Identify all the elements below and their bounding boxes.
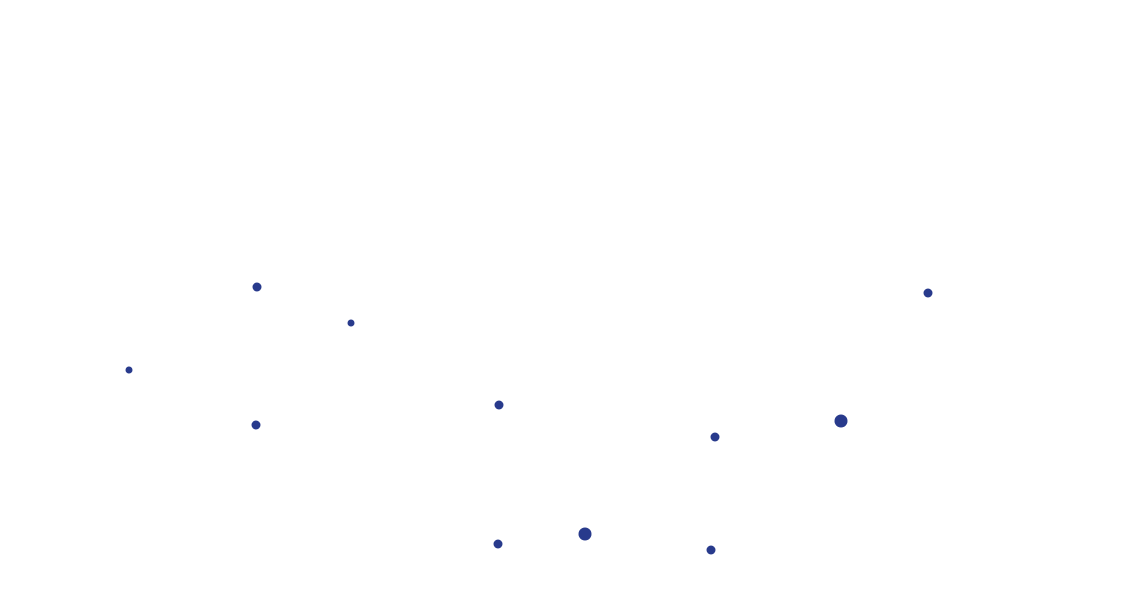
scatter-point-4 xyxy=(251,420,261,430)
scatter-point-5 xyxy=(494,400,504,410)
scatter-point-6 xyxy=(710,432,720,442)
scatter-point-10 xyxy=(578,527,592,541)
scatter-point-9 xyxy=(493,539,503,549)
scatter-point-2 xyxy=(347,319,355,327)
scatter-point-8 xyxy=(923,288,933,298)
scatter-point-3 xyxy=(125,366,133,374)
scatter-point-7 xyxy=(834,414,848,428)
scatter-point-11 xyxy=(706,545,716,555)
scatter-point-1 xyxy=(252,282,262,292)
